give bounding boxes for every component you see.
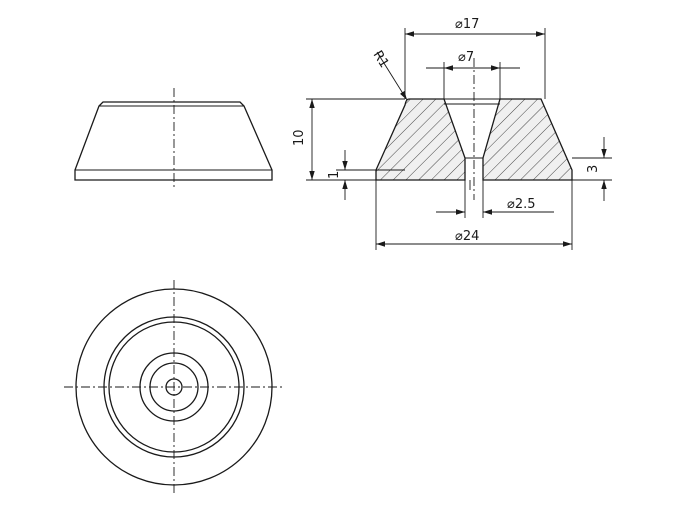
section-right-half	[482, 98, 573, 181]
dim-radius: R1	[370, 48, 392, 71]
dim-hole-diameter: ⌀2.5	[507, 197, 536, 212]
dim-bore-diameter: ⌀7	[458, 50, 474, 65]
dim-base-diameter: ⌀24	[455, 229, 479, 244]
top-view	[64, 280, 284, 495]
dim-outer-top-diameter: ⌀17	[455, 17, 479, 32]
dim-bottom-thickness: 3	[586, 165, 601, 173]
dim-height: 10	[292, 129, 307, 146]
section-left-half	[375, 98, 466, 181]
dimensions: ⌀17 ⌀7 R1 10 1 3 ⌀2.5	[292, 17, 612, 250]
dim-base-thickness: 1	[327, 171, 342, 179]
section-view	[375, 58, 573, 200]
side-view	[74, 88, 273, 190]
